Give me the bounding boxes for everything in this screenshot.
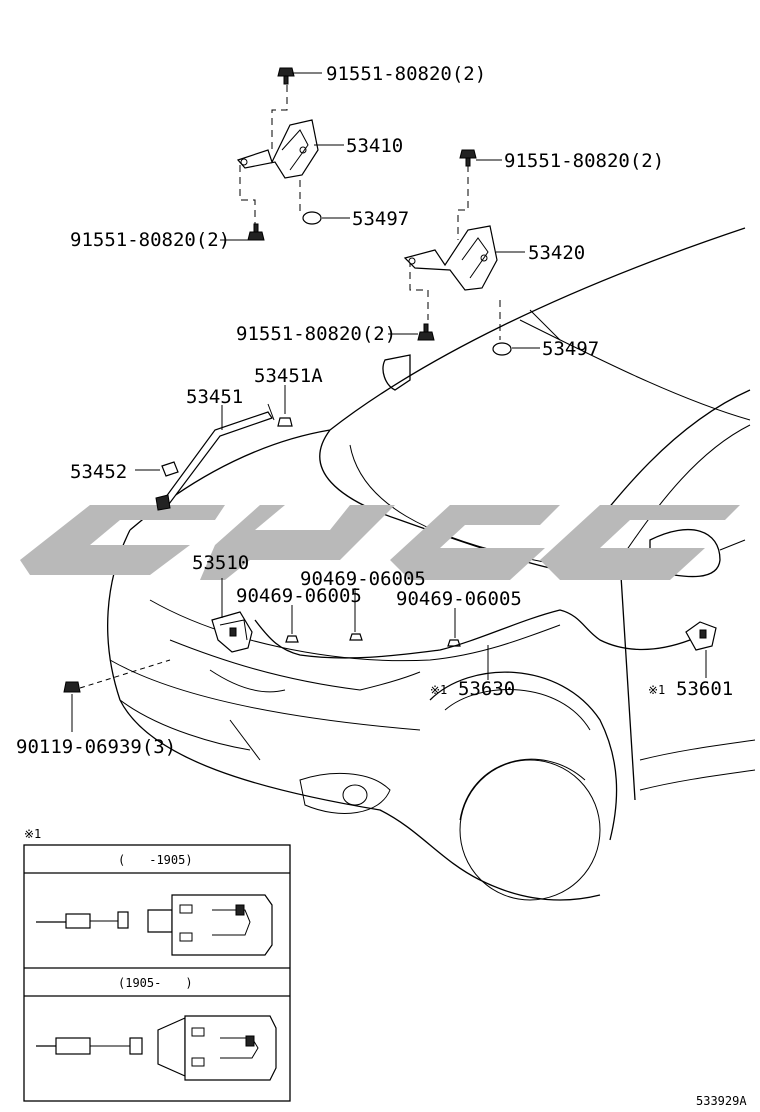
bolt-icon xyxy=(417,323,435,341)
diagram-id: 533929A xyxy=(696,1094,747,1108)
car-body-outline xyxy=(107,227,756,901)
support-rod xyxy=(159,403,275,509)
hinge-right-assembly xyxy=(403,165,501,340)
label-clip-a: 90469-06005 xyxy=(300,568,426,590)
label-clip-c: 90469-06005 xyxy=(396,588,522,610)
cushion-icon xyxy=(492,342,512,356)
label-cable: 53630 xyxy=(458,678,515,700)
label-bolt-hinge-top-left: 91551-80820(2) xyxy=(326,63,486,85)
detail-range-top: ( -1905) xyxy=(118,853,193,867)
label-cushion-right: 53497 xyxy=(542,338,599,360)
label-clip-b: 90469-06005 xyxy=(236,585,362,607)
cushion-icon xyxy=(302,211,322,225)
label-bolt-hinge-top-right: 91551-80820(2) xyxy=(504,150,664,172)
screw-icon xyxy=(63,681,81,693)
clip-icon xyxy=(285,635,299,643)
label-lock: 53510 xyxy=(192,552,249,574)
watermark-logo xyxy=(20,505,740,580)
label-bolt-hinge-right-lower: 91551-80820(2) xyxy=(236,323,396,345)
label-screw: 90119-06939(3) xyxy=(16,736,176,758)
rod-clamp-icon xyxy=(155,461,179,511)
label-cable-mark: ※1 xyxy=(430,683,447,697)
label-support-rod-holder: 53451A xyxy=(254,365,323,387)
connector-top-icon xyxy=(36,894,273,956)
connector-bottom-icon xyxy=(36,1015,277,1081)
label-cushion-left: 53497 xyxy=(352,208,409,230)
bolt-icon xyxy=(277,67,295,85)
label-hinge-right: 53420 xyxy=(528,242,585,264)
label-bolt-hinge-left-lower: 91551-80820(2) xyxy=(70,229,230,251)
clip-icon xyxy=(349,633,363,641)
bolt-icon xyxy=(459,149,477,167)
label-switch: 53601 xyxy=(676,678,733,700)
detail-mark: ※1 xyxy=(24,827,41,841)
hinge-left-assembly xyxy=(236,85,319,230)
label-hinge-left: 53410 xyxy=(346,135,403,157)
rod-holder-icon xyxy=(277,417,293,427)
hood-switch-icon xyxy=(685,621,717,651)
release-cable xyxy=(254,609,691,659)
bolt-icon xyxy=(247,223,265,241)
hood-lock xyxy=(211,611,253,653)
label-switch-mark: ※1 xyxy=(648,683,665,697)
detail-box xyxy=(23,844,291,1102)
label-support-rod: 53451 xyxy=(186,386,243,408)
label-rod-clamp: 53452 xyxy=(70,461,127,483)
detail-range-bottom: (1905- ) xyxy=(118,976,193,990)
